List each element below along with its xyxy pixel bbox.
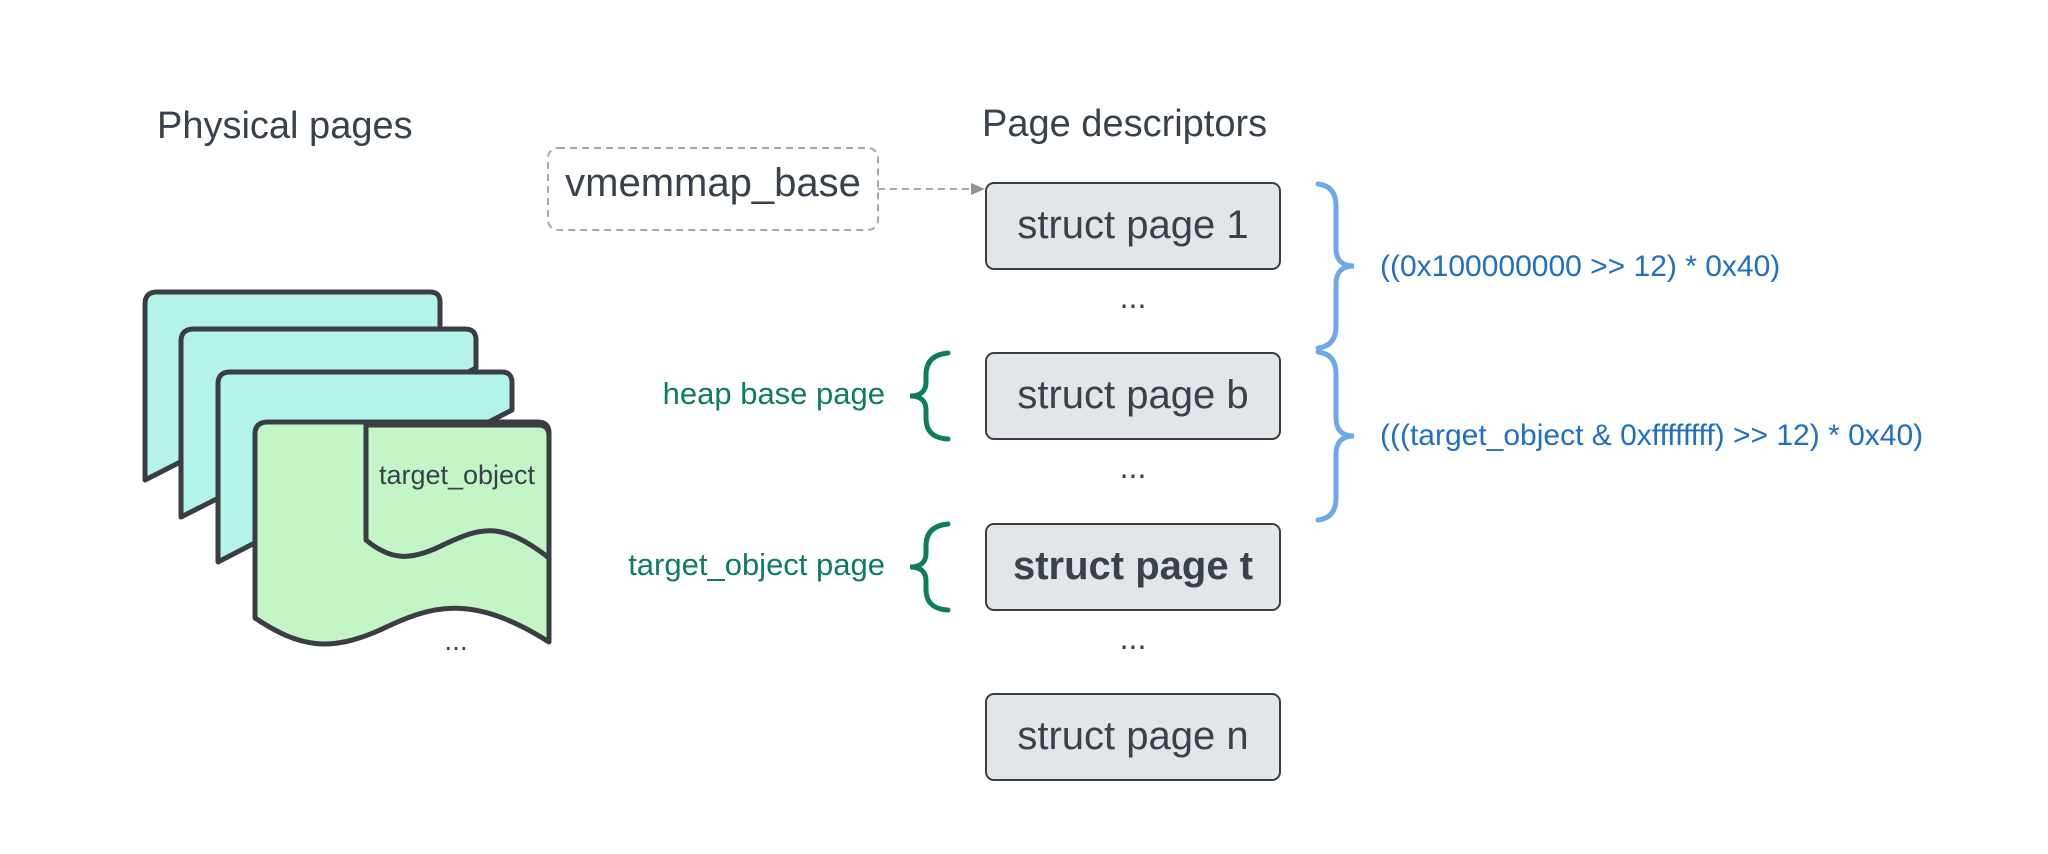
descriptor-ellipsis-2: ...	[1120, 449, 1147, 485]
offset-formula-2: (((target_object & 0xffffffff) >> 12) * …	[1380, 419, 1923, 452]
target-object-label: target_object	[379, 460, 536, 490]
offset-brace-1	[1315, 181, 1355, 351]
vmemmap-base-label: vmemmap_base	[565, 161, 861, 205]
heap-base-brace	[909, 350, 951, 442]
offset-brace-2	[1315, 349, 1355, 523]
struct-page-b-box	[985, 352, 1281, 440]
offset-formula-1: ((0x100000000 >> 12) * 0x40)	[1380, 250, 1780, 283]
physical-pages-heading: Physical pages	[157, 105, 413, 147]
page-descriptor-list: struct page 1 struct page b struct page …	[985, 182, 1281, 781]
descriptor-ellipsis-1: ...	[1120, 279, 1147, 315]
struct-page-t-box	[985, 523, 1281, 611]
struct-page-b-label: struct page b	[1017, 373, 1248, 417]
descriptor-ellipsis-3: ...	[1120, 620, 1147, 656]
struct-page-n-label: struct page n	[1017, 714, 1248, 758]
struct-page-1-box	[985, 182, 1281, 270]
vmemmap-base-box	[547, 147, 879, 231]
target-object-region	[363, 422, 552, 561]
page-descriptors-heading: Page descriptors	[982, 103, 1267, 145]
physical-pages-ellipsis: ...	[444, 625, 467, 656]
target-object-page-label: target_object page	[628, 547, 885, 582]
struct-page-t-label: struct page t	[1013, 544, 1253, 588]
target-object-brace	[909, 521, 951, 613]
physical-pages-stack	[142, 289, 552, 647]
heap-base-page-label: heap base page	[663, 376, 885, 411]
struct-page-1-label: struct page 1	[1017, 203, 1248, 247]
struct-page-n-box	[985, 693, 1281, 781]
